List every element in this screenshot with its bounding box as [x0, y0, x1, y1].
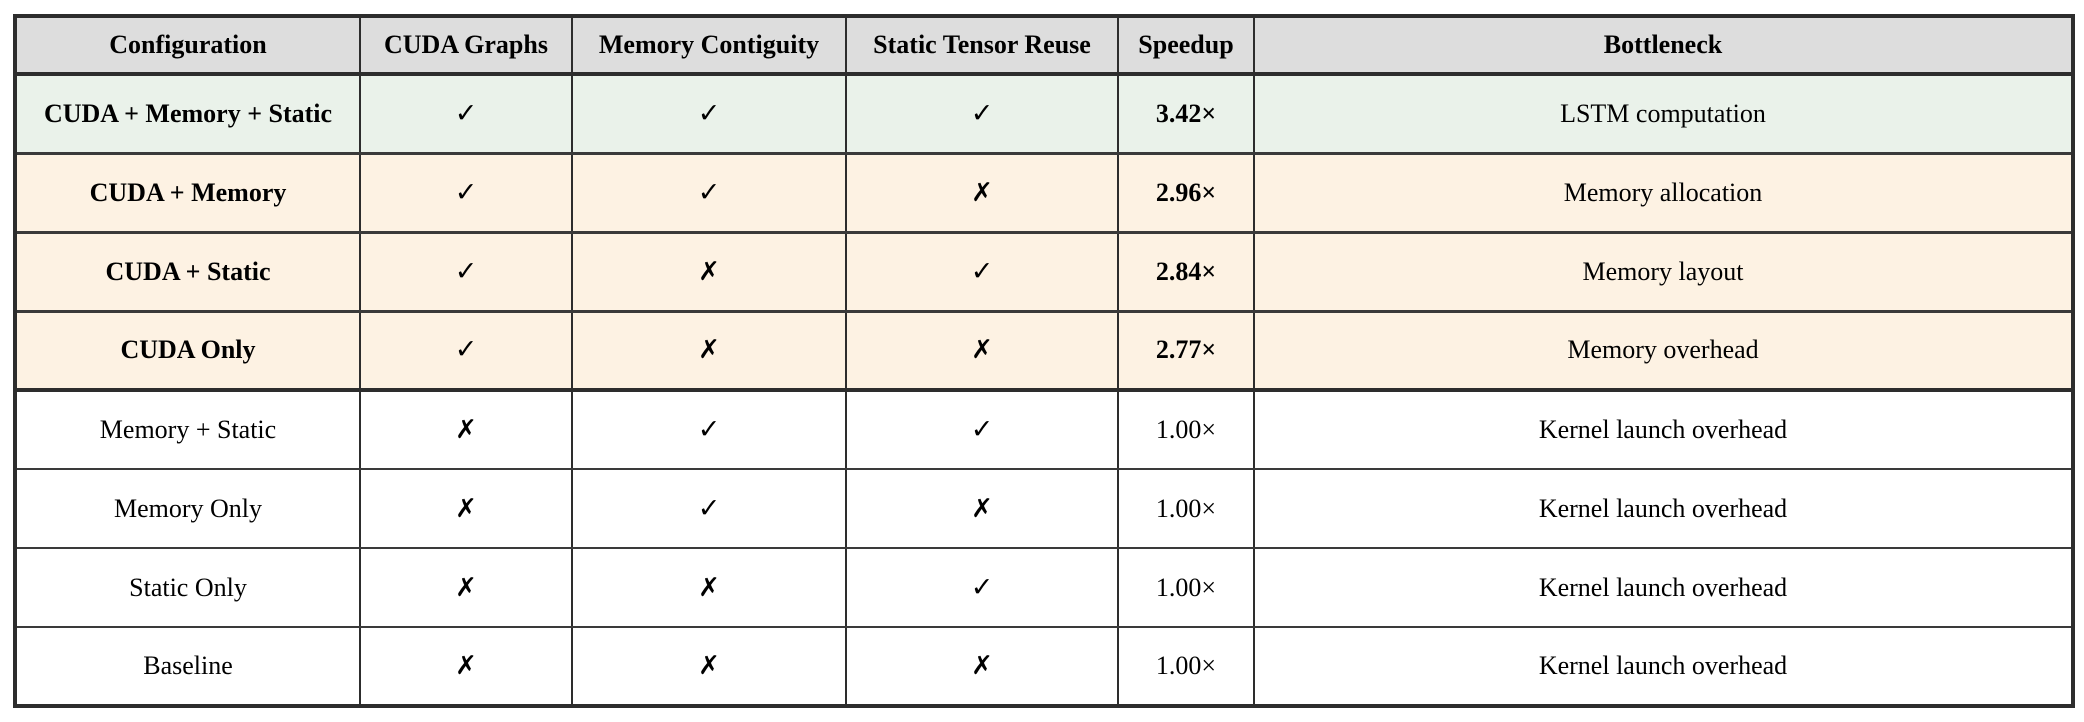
cell-static-tensor-reuse: ✗: [845, 627, 1119, 706]
cell-speedup: 1.00×: [1117, 627, 1255, 706]
cell-bottleneck: Kernel launch overhead: [1253, 469, 2073, 549]
cell-configuration: CUDA + Memory + Static: [15, 74, 361, 155]
cell-memory-contiguity: ✗: [571, 627, 847, 706]
cell-speedup: 2.77×: [1117, 311, 1255, 392]
cell-bottleneck: Memory allocation: [1253, 153, 2073, 234]
check-icon: ✓: [454, 255, 478, 287]
check-icon: ✓: [970, 255, 994, 287]
cell-cuda-graphs: ✗: [359, 469, 573, 549]
cell-cuda-graphs: ✗: [359, 390, 573, 470]
cell-memory-contiguity: ✗: [571, 548, 847, 628]
cell-bottleneck: Kernel launch overhead: [1253, 627, 2073, 706]
cell-memory-contiguity: ✓: [571, 74, 847, 155]
ablation-results-table: Configuration CUDA Graphs Memory Contigu…: [13, 14, 2075, 708]
cell-speedup: 3.42×: [1117, 74, 1255, 155]
cell-cuda-graphs: ✓: [359, 232, 573, 313]
cross-icon: ✗: [698, 256, 720, 287]
table-row: CUDA + Static ✓ ✗ ✓ 2.84×Memory layout: [15, 232, 2073, 313]
cross-icon: ✗: [455, 651, 477, 682]
table-row: Baseline ✗ ✗ ✗ 1.00×Kernel launch overhead: [15, 627, 2073, 706]
cell-memory-contiguity: ✓: [571, 153, 847, 234]
cell-static-tensor-reuse: ✗: [845, 469, 1119, 549]
cell-configuration: Baseline: [15, 627, 361, 706]
table-header-row: Configuration CUDA Graphs Memory Contigu…: [15, 16, 2073, 76]
table-header: Configuration CUDA Graphs Memory Contigu…: [15, 16, 2073, 76]
cell-memory-contiguity: ✓: [571, 390, 847, 470]
cell-configuration: Memory Only: [15, 469, 361, 549]
cell-configuration: CUDA Only: [15, 311, 361, 392]
cell-static-tensor-reuse: ✓: [845, 74, 1119, 155]
cell-static-tensor-reuse: ✗: [845, 311, 1119, 392]
column-header-speedup: Speedup: [1117, 16, 1255, 76]
cell-memory-contiguity: ✗: [571, 311, 847, 392]
check-icon: ✓: [697, 492, 721, 524]
column-header-bottleneck: Bottleneck: [1253, 16, 2073, 76]
cell-configuration: CUDA + Memory: [15, 153, 361, 234]
table-row: CUDA + Memory ✓ ✓ ✗ 2.96×Memory allocation: [15, 153, 2073, 234]
cell-bottleneck: LSTM computation: [1253, 74, 2073, 155]
cross-icon: ✗: [698, 651, 720, 682]
cross-icon: ✗: [971, 493, 993, 524]
cross-icon: ✗: [698, 572, 720, 603]
cross-icon: ✗: [455, 572, 477, 603]
cell-memory-contiguity: ✓: [571, 469, 847, 549]
table-row: CUDA + Memory + Static ✓ ✓ ✓ 3.42×LSTM compu…: [15, 74, 2073, 155]
table-row: Memory Only ✗ ✓ ✗ 1.00×Kernel launch overhea…: [15, 469, 2073, 549]
cell-speedup: 1.00×: [1117, 390, 1255, 470]
cross-icon: ✗: [971, 177, 993, 208]
table-row: Memory + Static ✗ ✓ ✓ 1.00×Kernel launch ove…: [15, 390, 2073, 470]
cell-speedup: 2.96×: [1117, 153, 1255, 234]
cross-icon: ✗: [698, 335, 720, 366]
column-header-memory-contiguity: Memory Contiguity: [571, 16, 847, 76]
cross-icon: ✗: [971, 651, 993, 682]
cell-bottleneck: Memory layout: [1253, 232, 2073, 313]
check-icon: ✓: [697, 97, 721, 129]
check-icon: ✓: [697, 414, 721, 446]
table-row: Static Only ✗ ✗ ✓ 1.00×Kernel launch overhea…: [15, 548, 2073, 628]
cell-configuration: Memory + Static: [15, 390, 361, 470]
check-icon: ✓: [697, 176, 721, 208]
cell-speedup: 2.84×: [1117, 232, 1255, 313]
cell-configuration: Static Only: [15, 548, 361, 628]
cell-static-tensor-reuse: ✓: [845, 390, 1119, 470]
table-body: CUDA + Memory + Static ✓ ✓ ✓ 3.42×LSTM compu…: [15, 74, 2073, 706]
column-header-configuration: Configuration: [15, 16, 361, 76]
check-icon: ✓: [970, 571, 994, 603]
column-header-cuda-graphs: CUDA Graphs: [359, 16, 573, 76]
cell-static-tensor-reuse: ✓: [845, 232, 1119, 313]
cross-icon: ✗: [971, 335, 993, 366]
check-icon: ✓: [970, 414, 994, 446]
cell-static-tensor-reuse: ✓: [845, 548, 1119, 628]
cell-cuda-graphs: ✗: [359, 548, 573, 628]
cell-cuda-graphs: ✓: [359, 74, 573, 155]
cell-bottleneck: Memory overhead: [1253, 311, 2073, 392]
cell-speedup: 1.00×: [1117, 469, 1255, 549]
cross-icon: ✗: [455, 415, 477, 446]
cell-cuda-graphs: ✓: [359, 311, 573, 392]
cross-icon: ✗: [455, 493, 477, 524]
cell-speedup: 1.00×: [1117, 548, 1255, 628]
cell-configuration: CUDA + Static: [15, 232, 361, 313]
cell-bottleneck: Kernel launch overhead: [1253, 548, 2073, 628]
check-icon: ✓: [970, 97, 994, 129]
check-icon: ✓: [454, 97, 478, 129]
table-row: CUDA Only ✓ ✗ ✗ 2.77×Memory overhead: [15, 311, 2073, 392]
check-icon: ✓: [454, 176, 478, 208]
column-header-static-tensor-reuse: Static Tensor Reuse: [845, 16, 1119, 76]
cell-cuda-graphs: ✗: [359, 627, 573, 706]
cell-memory-contiguity: ✗: [571, 232, 847, 313]
check-icon: ✓: [454, 334, 478, 366]
cell-cuda-graphs: ✓: [359, 153, 573, 234]
cell-bottleneck: Kernel launch overhead: [1253, 390, 2073, 470]
ablation-table-container: Configuration CUDA Graphs Memory Contigu…: [13, 14, 2075, 708]
cell-static-tensor-reuse: ✗: [845, 153, 1119, 234]
